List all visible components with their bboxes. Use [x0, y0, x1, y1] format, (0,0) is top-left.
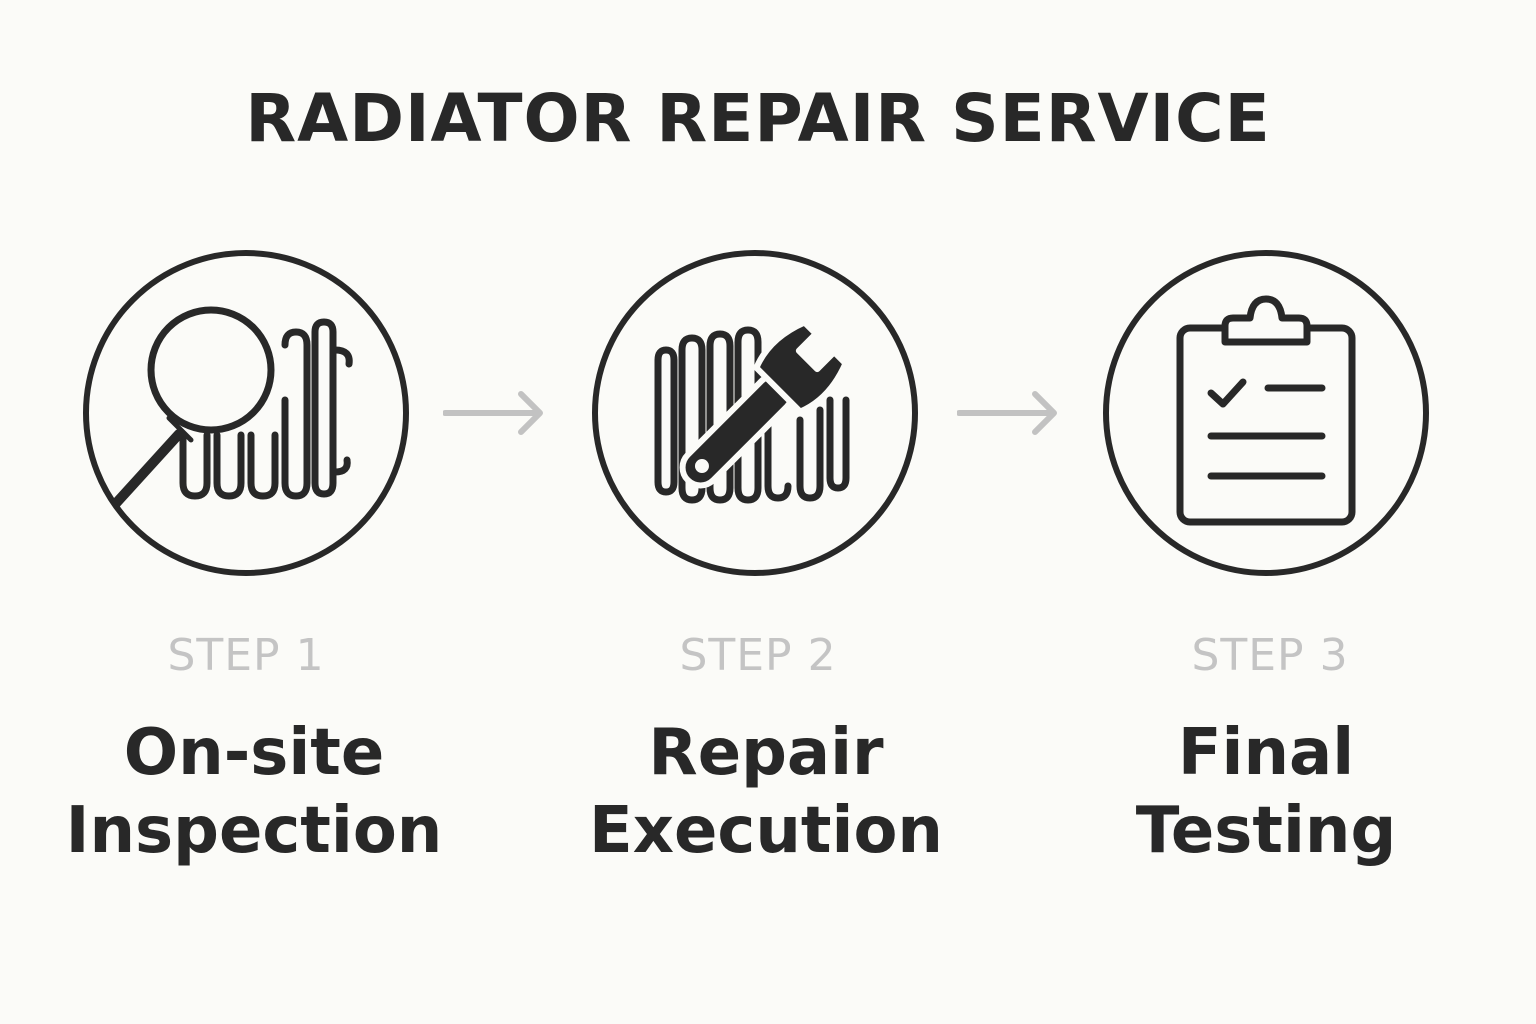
step-2-label: STEP 2 — [679, 630, 837, 681]
magnifier-radiator-icon — [83, 250, 409, 576]
step-3-label: STEP 3 — [1191, 630, 1349, 681]
step-2-name-line2: Execution — [589, 794, 943, 868]
step-3-name-line1: Final — [1177, 716, 1355, 790]
step-1-label: STEP 1 — [167, 630, 325, 681]
step-2-icon-circle — [592, 250, 918, 576]
wrench-radiator-icon — [592, 250, 918, 576]
arrow-right-icon — [443, 386, 547, 440]
step-2-name: Repair Execution — [556, 714, 976, 870]
step-3-name: Final Testing — [1056, 714, 1476, 870]
step-1-name: On-site Inspection — [44, 714, 464, 870]
clipboard-checklist-icon — [1103, 250, 1429, 576]
arrow-right-icon — [957, 386, 1061, 440]
step-3-name-line2: Testing — [1135, 794, 1397, 868]
step-1-name-line1: On-site — [123, 716, 385, 790]
step-1-name-line2: Inspection — [65, 794, 443, 868]
step-2-name-line1: Repair — [648, 716, 884, 790]
page-title: RADIATOR REPAIR SERVICE — [245, 80, 1271, 157]
step-1-icon-circle — [83, 250, 409, 576]
step-3-icon-circle — [1103, 250, 1429, 576]
